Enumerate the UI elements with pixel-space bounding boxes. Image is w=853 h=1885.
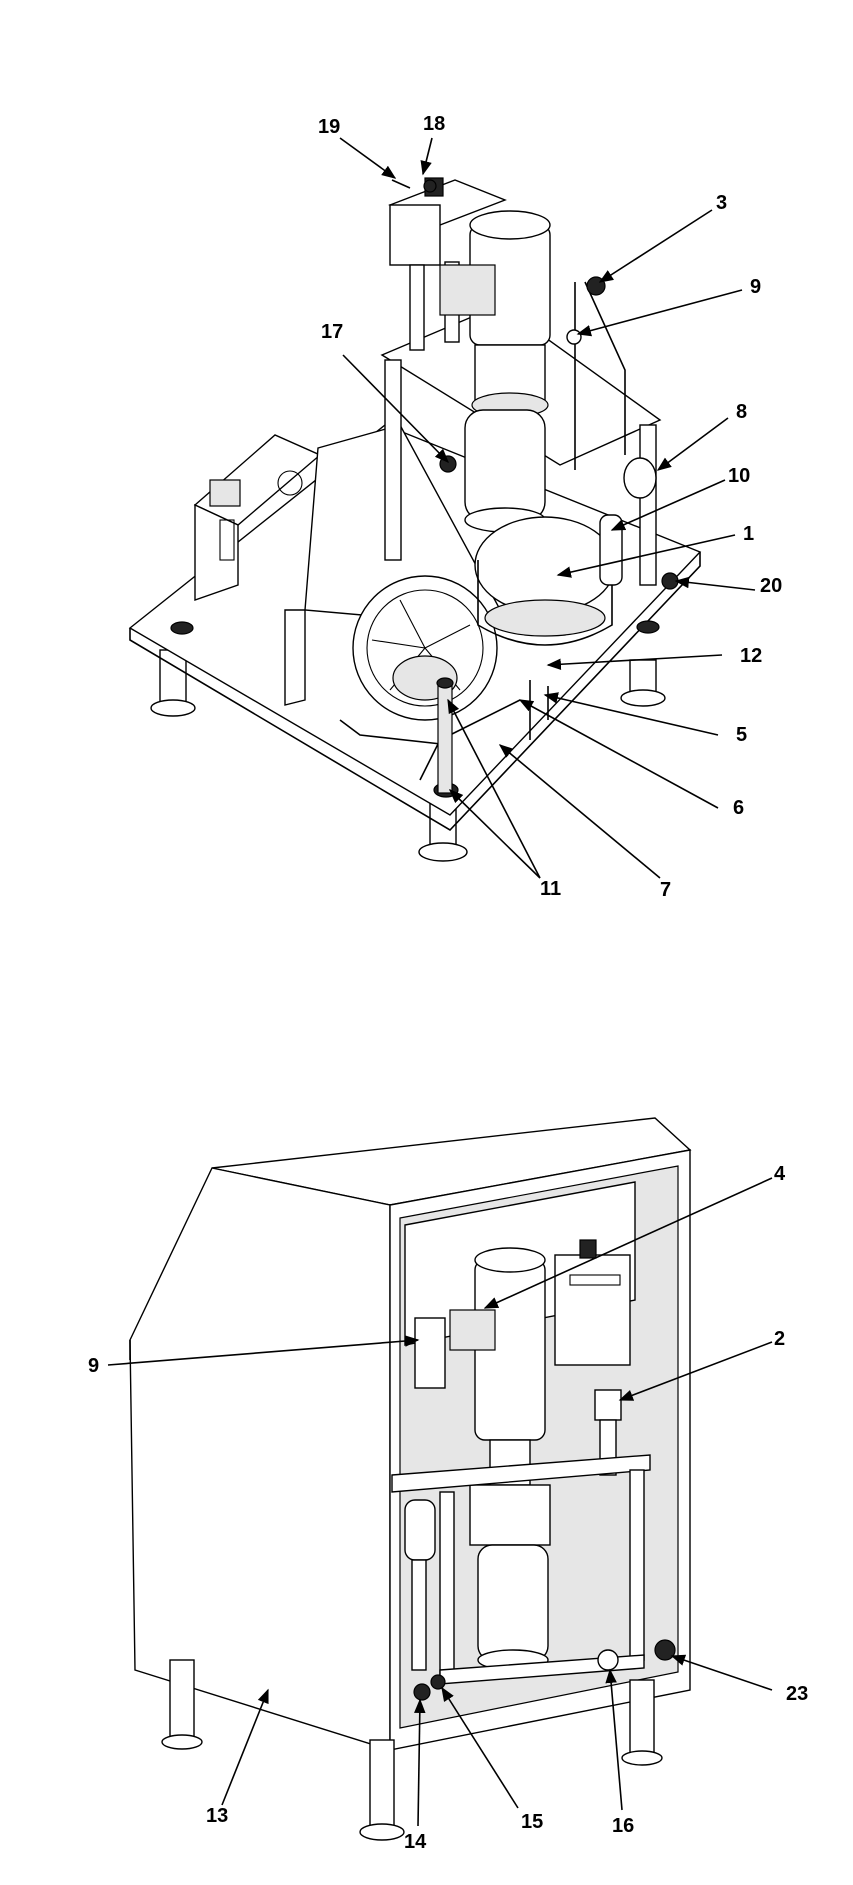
callout-17: 17 [321,321,343,343]
lower-callouts: 4 9 2 23 13 15 16 14 [88,1163,808,1853]
compressor [474,516,616,646]
fitting-16 [597,1649,619,1671]
fitting-23 [654,1639,676,1661]
fitting-14 [413,1683,431,1701]
valve-2 [594,1389,622,1476]
callout-9: 9 [750,276,761,298]
callout-19: 19 [318,116,340,138]
callout-16: 16 [612,1815,634,1837]
callout-15: 15 [521,1811,543,1833]
condenser-fan [284,424,512,721]
float-switch [449,1309,496,1351]
control-box [193,434,322,601]
upper-leaders [339,137,756,879]
callout-7: 7 [660,879,671,901]
lower-leaders [107,1177,773,1827]
valve-18 [423,179,437,193]
gearmotor-assembly [464,210,551,533]
callout-23: 23 [786,1683,808,1705]
reservoir [388,177,507,351]
callout-3: 3 [716,192,727,214]
callout-13: 13 [206,1805,228,1827]
drier [599,457,657,586]
drier-bottle [404,1499,436,1671]
callout-11: 11 [540,878,561,900]
upper-callouts: 19 18 3 9 17 8 10 1 20 12 5 6 11 7 [318,113,782,901]
callout-1: 1 [743,523,754,545]
cabinet-legs [161,1659,663,1841]
cabinet-side [129,1167,391,1751]
callout-6: 6 [733,797,744,819]
lower-cabinet-drawing [129,1117,692,1841]
lower-frame [391,1454,651,1685]
callout-4: 4 [774,1163,786,1185]
valve-20 [661,572,679,590]
callout-12: 12 [740,645,762,667]
fitting-15 [430,1674,446,1690]
callout-18: 18 [423,113,445,135]
callout-5: 5 [736,724,747,746]
callout-14: 14 [404,1831,427,1853]
water-reservoir [554,1239,631,1366]
valve-9 [566,329,582,345]
component-9-box [414,1317,446,1389]
callout-9-lower: 9 [88,1355,99,1377]
upper-chassis-drawing [128,177,702,862]
callout-20: 20 [760,575,782,597]
callout-8: 8 [736,401,747,423]
valve-17 [439,455,457,473]
callout-2: 2 [774,1328,785,1350]
callout-10: 10 [728,465,750,487]
